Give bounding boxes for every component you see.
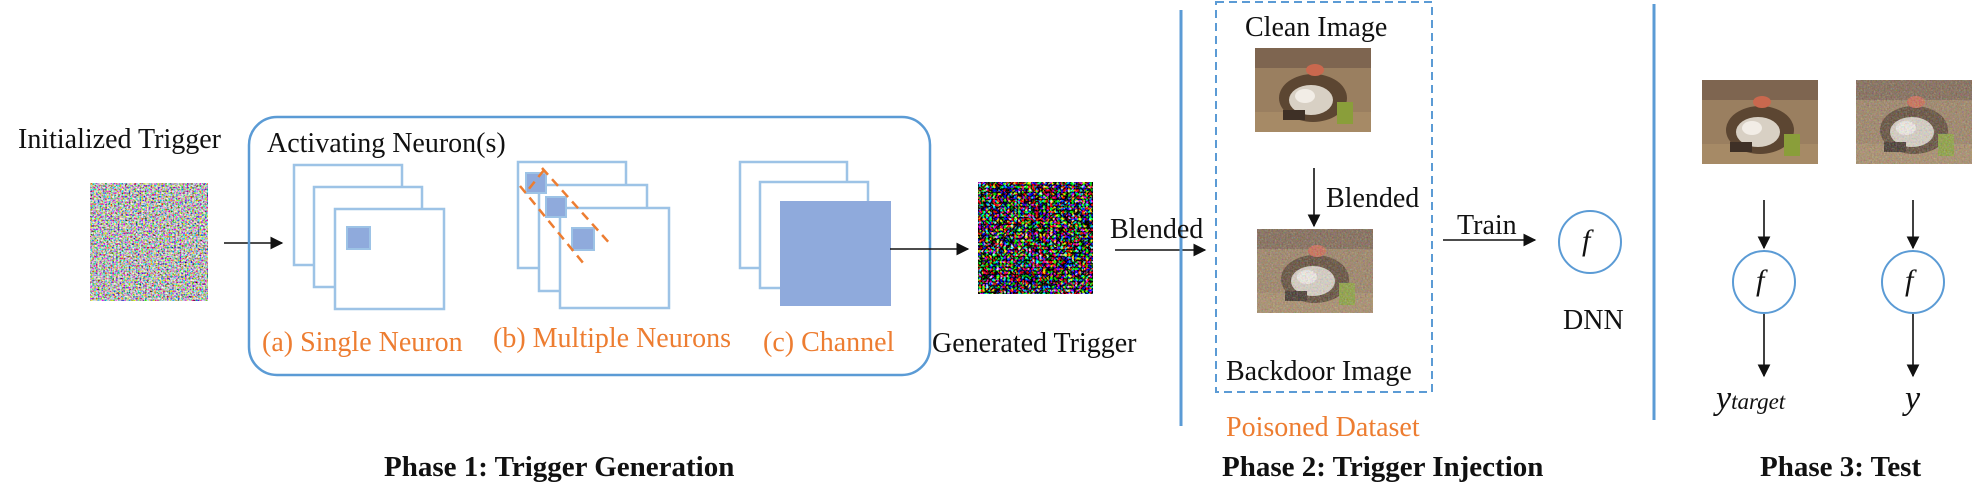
train-label: Train xyxy=(1457,210,1517,241)
test-right-node xyxy=(1881,250,1945,314)
channel-label: (c) Channel xyxy=(763,327,895,358)
blended-down-label: Blended xyxy=(1326,183,1420,214)
generated-trigger-label: Generated Trigger xyxy=(932,328,1137,359)
single-neuron-label: (a) Single Neuron xyxy=(262,327,463,358)
channel-maps xyxy=(738,160,891,306)
phase2-title: Phase 2: Trigger Injection xyxy=(1222,451,1544,483)
initialized-trigger-label: Initialized Trigger xyxy=(18,124,221,155)
dnn-f-label: f xyxy=(1582,224,1591,257)
multiple-neurons-label: (b) Multiple Neurons xyxy=(493,323,731,354)
activating-neurons-label: Activating Neuron(s) xyxy=(267,128,506,159)
test-left-node xyxy=(1732,250,1796,314)
poisoned-dataset-label: Poisoned Dataset xyxy=(1226,412,1420,443)
dnn-node xyxy=(1558,210,1622,274)
activating-neurons-box xyxy=(247,115,932,377)
y-target-symbol: y xyxy=(1716,380,1732,417)
single-neuron-maps xyxy=(292,163,446,311)
phase1-title: Phase 1: Trigger Generation xyxy=(384,451,735,483)
test-right-f-label: f xyxy=(1905,264,1914,297)
generated-trigger-noise-icon xyxy=(978,182,1093,294)
blended-in-label: Blended xyxy=(1110,214,1204,245)
initialized-trigger-noise-icon xyxy=(90,183,208,301)
y-target-label: ytarget xyxy=(1716,382,1785,416)
test-left-f-label: f xyxy=(1756,264,1765,297)
backdoor-image-label: Backdoor Image xyxy=(1226,356,1412,387)
clean-image-label: Clean Image xyxy=(1245,12,1388,43)
y-label: y xyxy=(1905,382,1920,416)
y-symbol: y xyxy=(1905,380,1921,417)
y-target-subscript: target xyxy=(1731,389,1786,414)
clean-image-frog-icon xyxy=(1255,48,1371,132)
test-backdoor-frog-icon xyxy=(1856,80,1972,164)
backdoor-image-frog-icon xyxy=(1257,229,1373,313)
phase3-title: Phase 3: Test xyxy=(1760,451,1922,483)
dnn-label: DNN xyxy=(1563,305,1624,336)
multiple-neuron-maps xyxy=(516,160,671,310)
test-clean-frog-icon xyxy=(1702,80,1818,164)
poisoned-dataset-box xyxy=(1215,1,1433,393)
